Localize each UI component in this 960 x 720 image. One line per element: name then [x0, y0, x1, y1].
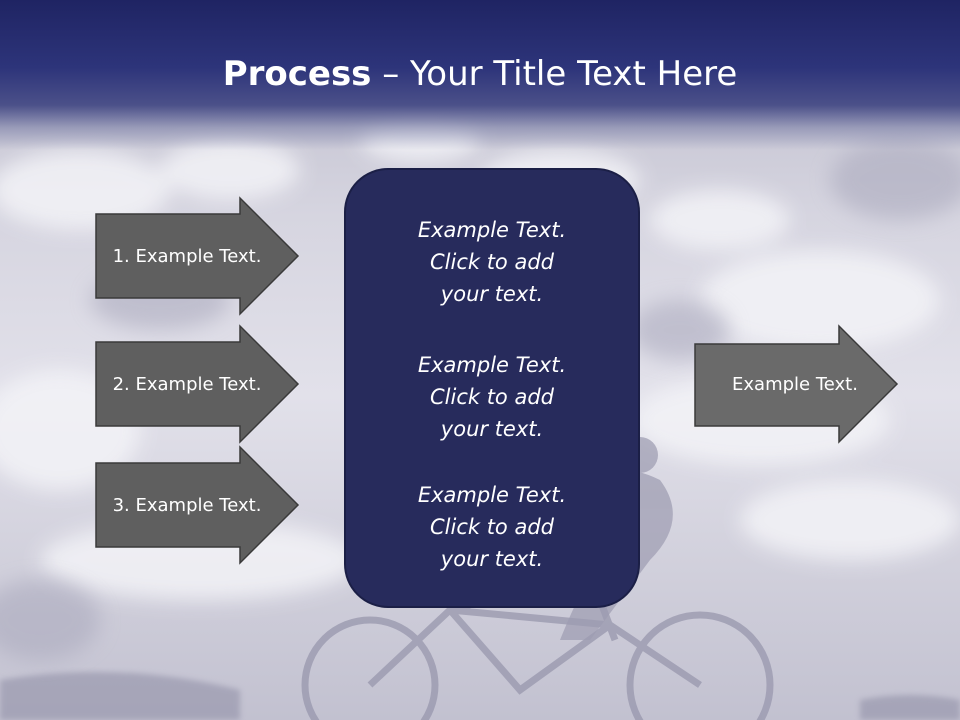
- block-line: Example Text.: [417, 353, 567, 377]
- title-bold: Process: [222, 54, 372, 94]
- output-label: Example Text.: [732, 373, 858, 395]
- block-line: Click to add: [429, 385, 554, 409]
- step-arrow-3[interactable]: 3. Example Text.: [95, 445, 300, 565]
- step-label-3: 3. Example Text.: [112, 494, 262, 516]
- title-rest: – Your Title Text Here: [371, 54, 738, 94]
- block-line: Click to add: [429, 250, 554, 274]
- step-arrow-2[interactable]: 2. Example Text.: [95, 324, 300, 444]
- step-label-1: 1. Example Text.: [112, 245, 262, 267]
- center-text-block-2[interactable]: Example Text. Click to add your text.: [346, 349, 638, 445]
- center-process-box[interactable]: Example Text. Click to add your text. Ex…: [344, 168, 640, 608]
- arrow-shape: [694, 324, 899, 444]
- block-line: your text.: [440, 282, 544, 306]
- arrow-shape: [95, 324, 300, 444]
- output-arrow[interactable]: Example Text.: [694, 324, 899, 444]
- step-label-2: 2. Example Text.: [112, 373, 262, 395]
- step-arrow-1[interactable]: 1. Example Text.: [95, 196, 300, 316]
- arrow-shape: [95, 196, 300, 316]
- slide-title[interactable]: Process – Your Title Text Here: [0, 52, 960, 96]
- block-line: your text.: [440, 547, 544, 571]
- center-text-block-1[interactable]: Example Text. Click to add your text.: [346, 214, 638, 310]
- block-line: Example Text.: [417, 483, 567, 507]
- block-line: your text.: [440, 417, 544, 441]
- title-bar: [0, 0, 960, 150]
- block-line: Example Text.: [417, 218, 567, 242]
- block-line: Click to add: [429, 515, 554, 539]
- center-text-block-3[interactable]: Example Text. Click to add your text.: [346, 479, 638, 575]
- arrow-shape: [95, 445, 300, 565]
